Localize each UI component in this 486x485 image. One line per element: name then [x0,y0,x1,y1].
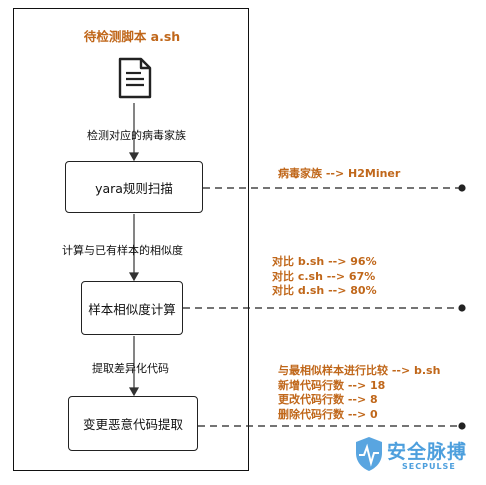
input-script-title: 待检测脚本 a.sh [83,29,181,44]
diff-note: 删除代码行数 --> 0 [278,407,378,421]
yara-scan-box: yara规则扫描 [65,161,203,213]
endpoint-dot-2 [458,304,466,312]
step-label-extract-diff: 提取差异化代码 [92,362,169,375]
flow-container [13,8,249,471]
step-label-detect-family: 检测对应的病毒家族 [87,129,186,142]
logo-name: 安全脉搏 [387,441,468,463]
diff-note: 更改代码行数 --> 8 [278,393,378,406]
document-icon [118,57,152,99]
diff-note: 与最相似样本进行比较 --> b.sh [278,364,441,377]
diff-note: 新增代码行数 --> 18 [278,378,386,392]
step-label-similarity: 计算与已有样本的相似度 [62,244,183,257]
shield-icon [356,437,382,471]
similarity-label: 样本相似度计算 [88,301,176,317]
similarity-note: 对比 c.sh --> 67% [272,269,376,283]
similarity-note: 对比 d.sh --> 80% [272,284,377,297]
similarity-notes: 对比 b.sh --> 96% 对比 c.sh --> 67% 对比 d.sh … [272,255,377,299]
yara-scan-label: yara规则扫描 [95,180,173,196]
logo-subtitle: SECPULSE [402,462,456,471]
family-note: 病毒家族 --> H2Miner [278,167,401,180]
endpoint-dot-1 [458,184,466,192]
diff-notes: 与最相似样本进行比较 --> b.sh 新增代码行数 --> 18 更改代码行数… [278,364,440,422]
similarity-box: 样本相似度计算 [81,281,183,335]
code-extract-label: 变更恶意代码提取 [82,417,183,432]
secpulse-logo: 安全脉搏 SECPULSE [354,436,482,482]
code-extract-box: 变更恶意代码提取 [68,396,198,451]
endpoint-dot-3 [458,422,466,430]
similarity-note: 对比 b.sh --> 96% [272,255,377,268]
